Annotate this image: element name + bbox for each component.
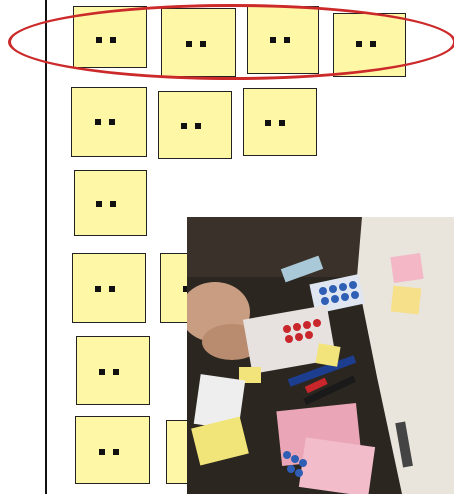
photo-pink-note bbox=[390, 253, 423, 283]
note-dot bbox=[95, 286, 101, 292]
sticky-note-row3-1 bbox=[74, 170, 147, 236]
sticky-note-row2-3 bbox=[243, 88, 317, 156]
photo-yellow-note bbox=[391, 286, 422, 315]
sticky-note-row2-2 bbox=[158, 91, 232, 159]
sticky-note-row6-1 bbox=[75, 416, 150, 484]
note-dot bbox=[195, 123, 201, 129]
sticky-note-row2-1 bbox=[71, 87, 147, 157]
photo-pink-pad-2 bbox=[299, 437, 375, 494]
note-dot bbox=[113, 369, 119, 375]
note-dot bbox=[95, 119, 101, 125]
note-dot bbox=[96, 201, 102, 207]
workshop-photo bbox=[187, 217, 454, 494]
note-dot bbox=[99, 449, 105, 455]
sticky-note-row4-1 bbox=[72, 253, 146, 323]
note-dot bbox=[110, 201, 116, 207]
vertical-divider bbox=[45, 0, 47, 494]
photo-small-yellow-note bbox=[315, 343, 340, 367]
workshop-photo-illustration bbox=[187, 217, 454, 494]
sticky-note-row5-1 bbox=[76, 336, 150, 405]
note-dot bbox=[99, 369, 105, 375]
note-dot bbox=[265, 120, 271, 126]
highlight-oval bbox=[8, 4, 454, 80]
note-dot bbox=[109, 286, 115, 292]
note-dot bbox=[109, 119, 115, 125]
note-dot bbox=[181, 123, 187, 129]
note-dot bbox=[279, 120, 285, 126]
note-dot bbox=[113, 449, 119, 455]
